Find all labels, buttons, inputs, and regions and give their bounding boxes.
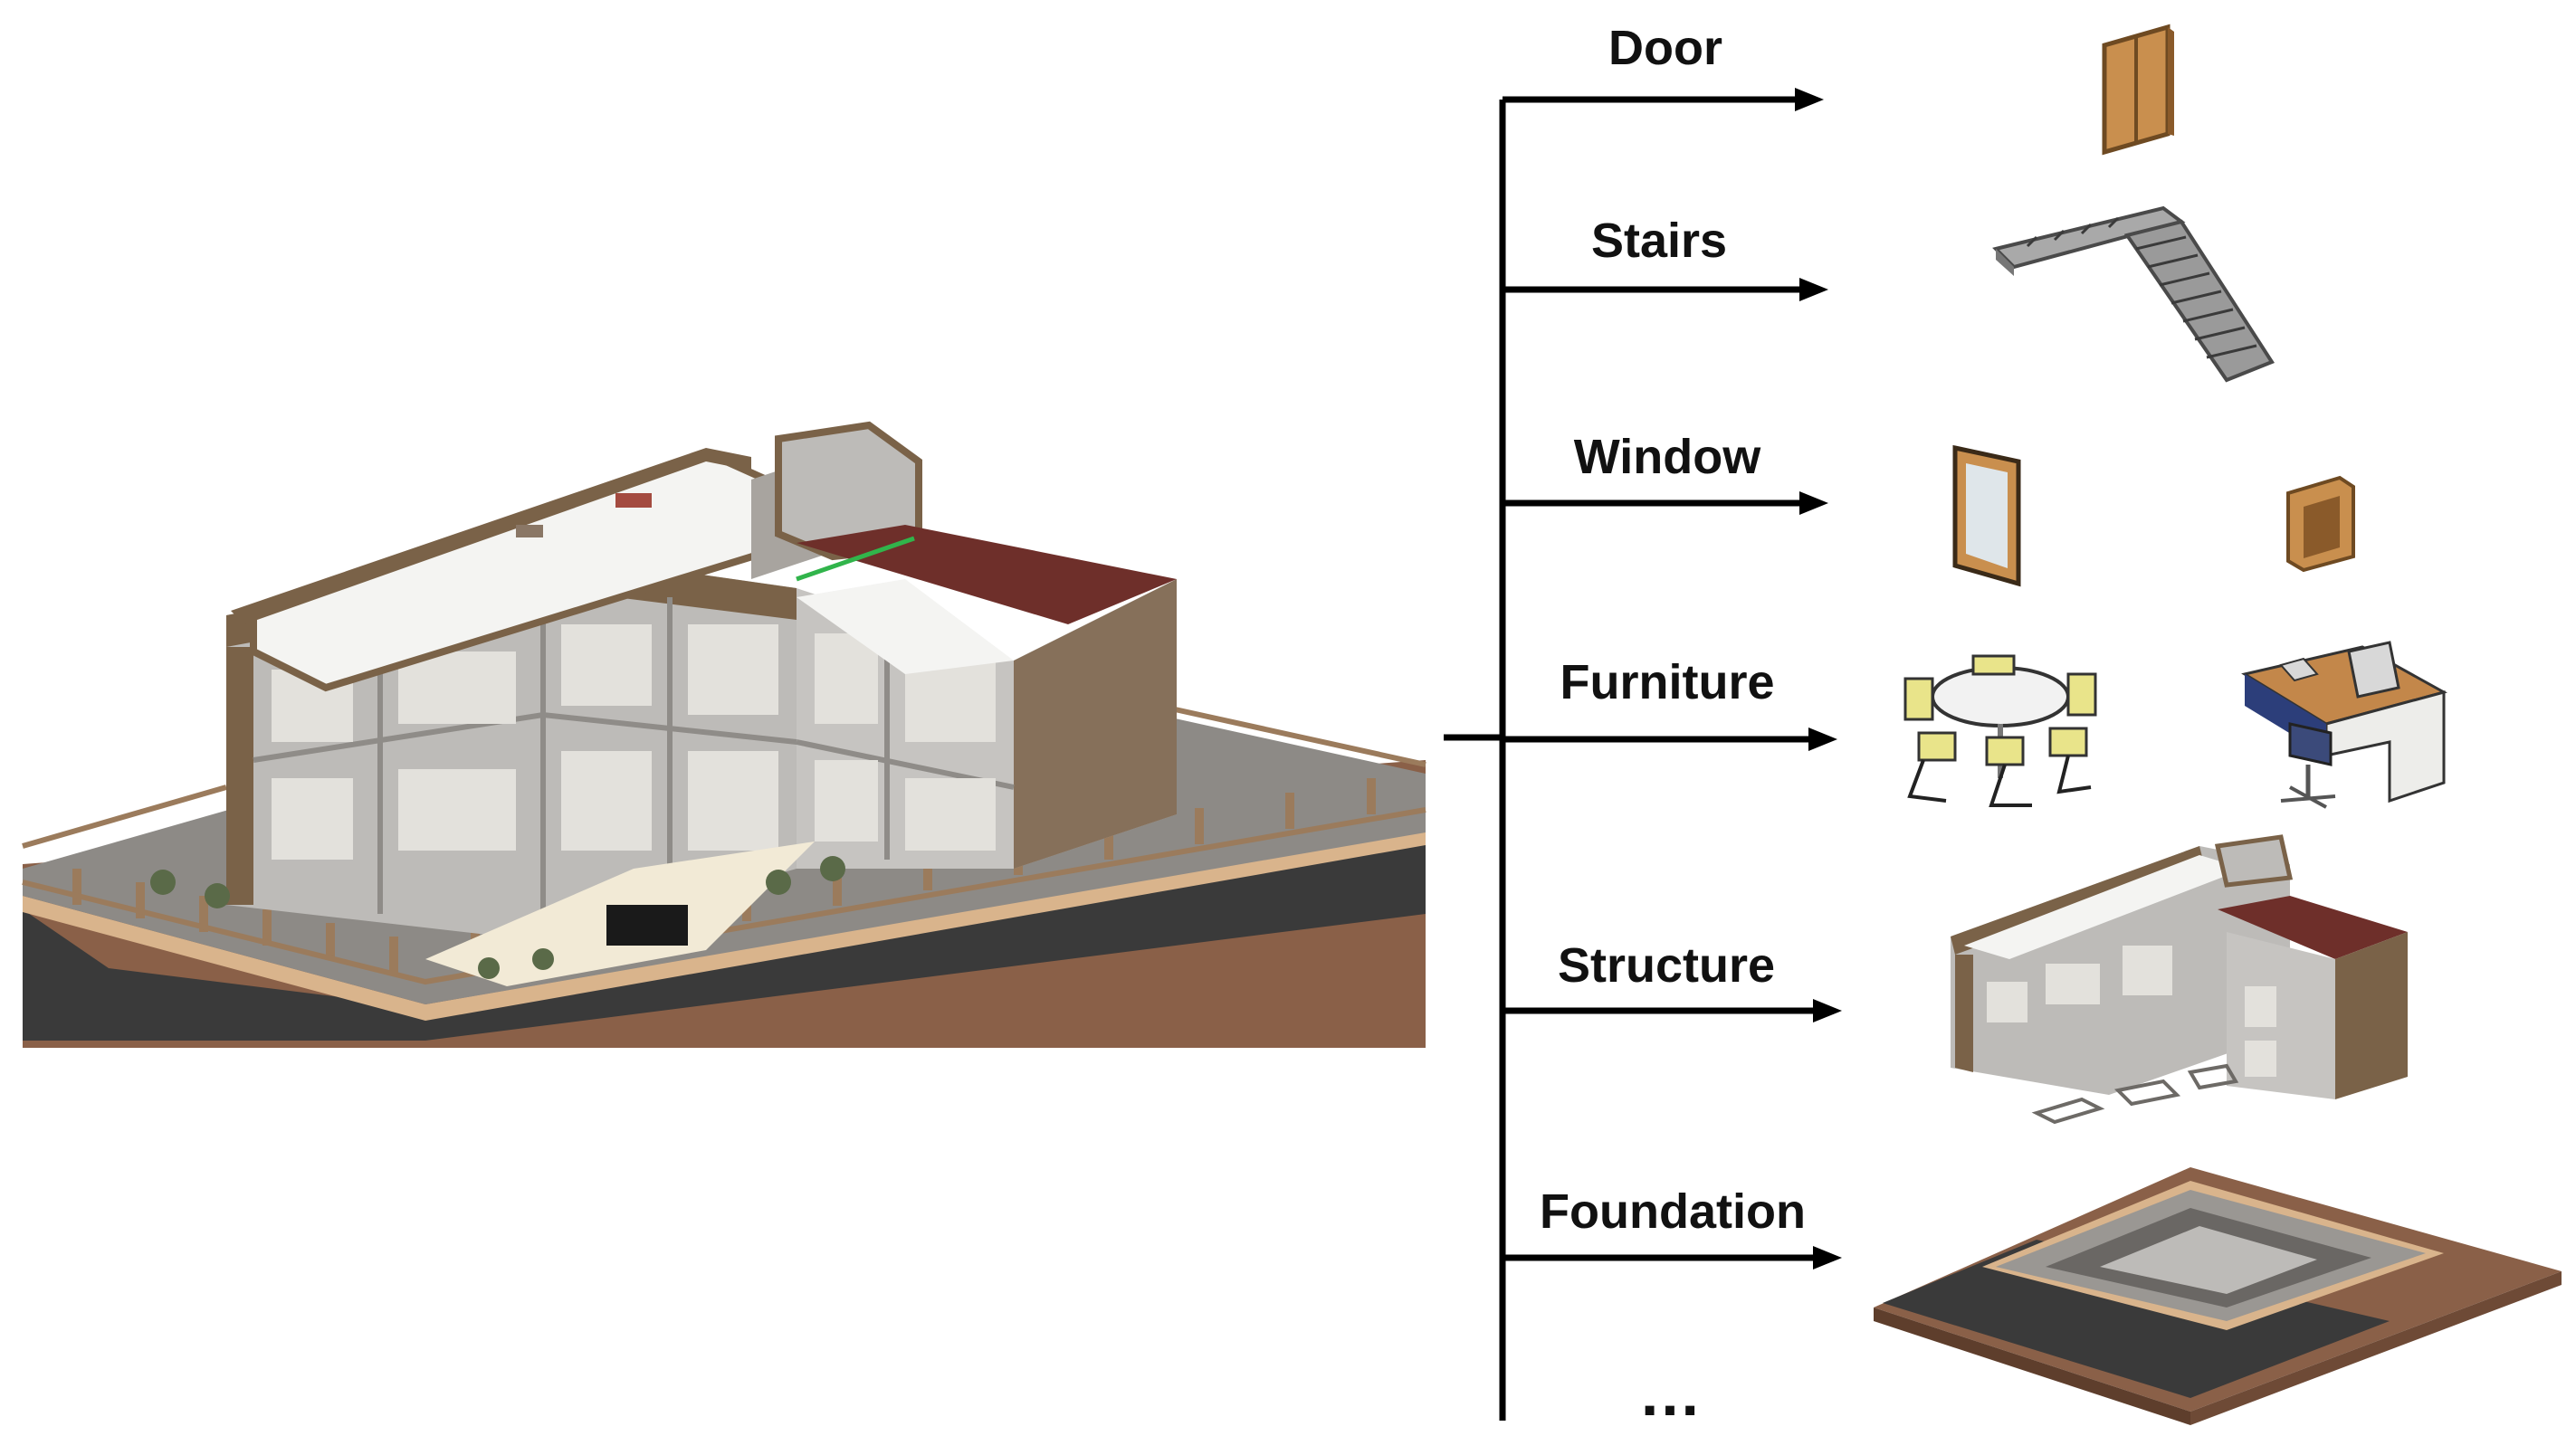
category-label-foundation: Foundation [1540,1184,1806,1239]
category-label-window: Window [1573,430,1761,484]
window-component-image [1952,444,2355,587]
door-component-image [2102,24,2174,156]
category-label-furniture: Furniture [1560,655,1775,709]
arrowhead-structure [1813,999,1842,1022]
arrowhead-door [1795,88,1824,111]
furniture-table-chairs-image [1903,654,2097,807]
tree-connector [1444,100,1506,1421]
foundation-component-image [1874,1167,2562,1425]
category-label-stairs: Stairs [1590,214,1728,268]
building-model-image [22,421,1426,1048]
category-label-door: Door [1608,21,1722,75]
more-categories-ellipsis: … [1638,1358,1702,1429]
category-label-structure: Structure [1557,938,1776,993]
arrowhead-window [1799,491,1828,515]
structure-component-image [1951,834,2408,1125]
arrowhead-stairs [1799,278,1828,301]
arrowhead-furniture [1808,728,1837,751]
furniture-desk-computer-image [2241,641,2447,809]
arrowhead-foundation [1813,1246,1842,1270]
category-arrows [1503,88,1842,1270]
stairs-component-image [1992,205,2275,383]
